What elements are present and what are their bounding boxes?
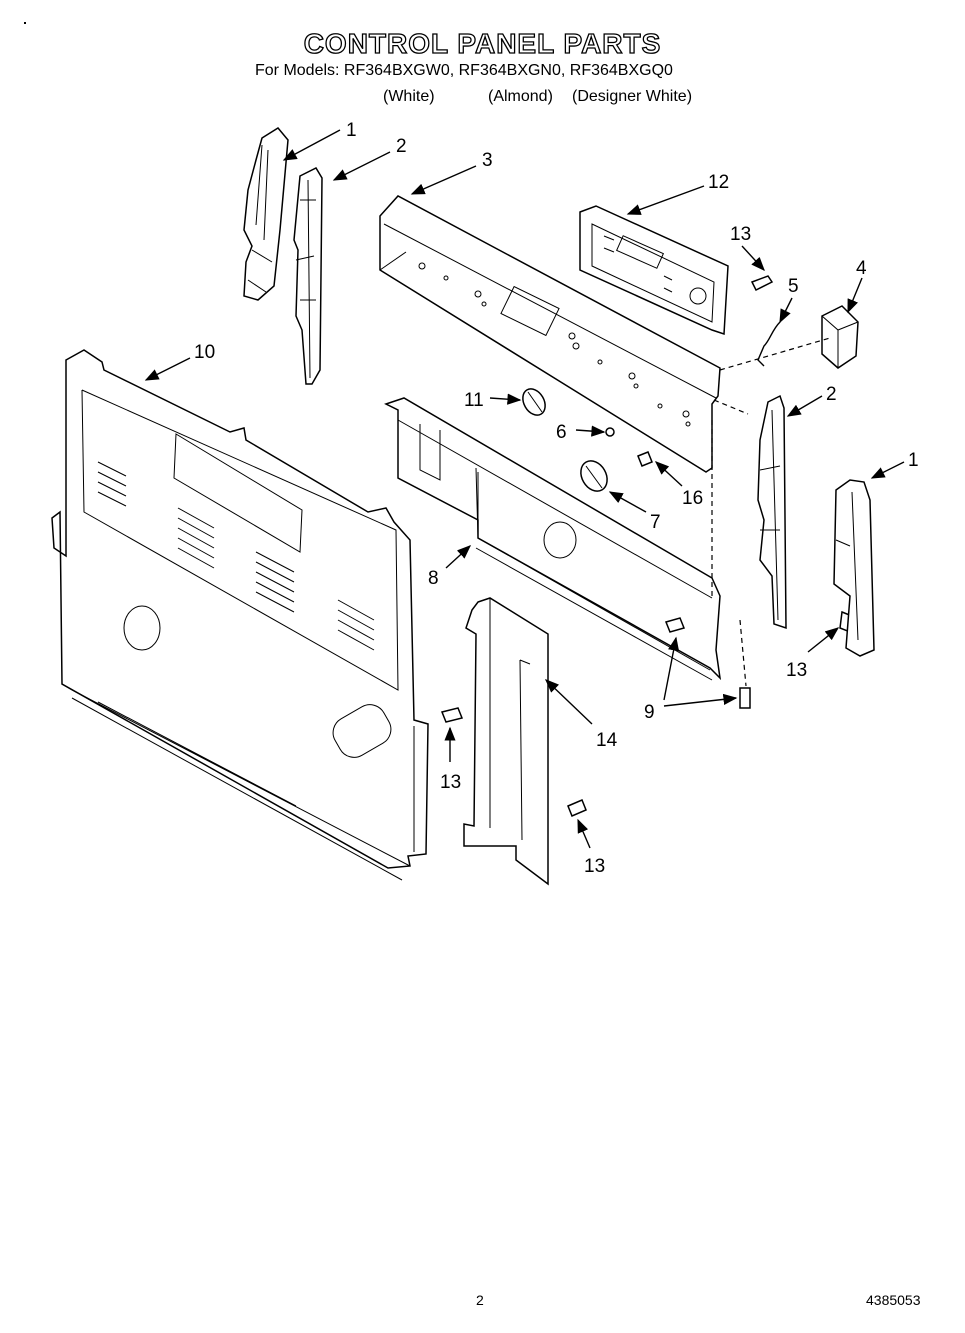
callout-13-lower-left: 13 <box>440 772 461 793</box>
part-3-control-panel <box>379 195 721 473</box>
models-line: For Models: RF364BXGW0, RF364BXGN0, RF36… <box>255 62 673 79</box>
variant-almond: (Almond) <box>488 88 553 105</box>
document-number: 4385053 <box>866 1292 921 1308</box>
callout-14: 14 <box>596 730 618 751</box>
callout-2-right: 2 <box>826 384 837 405</box>
callout-12: 12 <box>708 172 729 193</box>
callout-3: 3 <box>482 150 493 171</box>
part-2-bracket-right <box>757 394 787 630</box>
callout-13-right: 13 <box>786 660 807 681</box>
part-5-wire-lead <box>757 321 781 367</box>
part-13-screw-lower-left <box>440 707 464 723</box>
leader-arrows <box>144 129 905 849</box>
callout-13-lower-right: 13 <box>584 856 605 877</box>
callout-6: 6 <box>556 422 567 443</box>
callout-7: 7 <box>650 512 661 533</box>
part-12-clock-module <box>579 205 729 336</box>
scan-speck <box>24 22 26 24</box>
part-14-bracket-lower <box>463 597 549 886</box>
part-6-nut <box>605 427 615 437</box>
callout-5: 5 <box>788 276 799 297</box>
variant-white: (White) <box>383 88 435 105</box>
callout-4: 4 <box>856 258 867 279</box>
part-13-screw-upper <box>750 275 774 292</box>
part-8-back-panel <box>384 397 722 681</box>
part-7-knob <box>580 460 608 492</box>
callout-2-left: 2 <box>396 136 407 157</box>
part-1-end-cap-left <box>243 127 289 301</box>
callout-1-left: 1 <box>346 120 357 141</box>
page-title: CONTROL PANEL PARTS <box>303 27 662 59</box>
callout-11: 11 <box>464 390 484 411</box>
part-4-switch <box>821 305 859 369</box>
callout-13-upper: 13 <box>730 224 751 245</box>
page-number: 2 <box>476 1292 484 1308</box>
callout-9: 9 <box>644 702 655 723</box>
part-10-rear-panel <box>51 349 429 881</box>
part-11-knob <box>522 388 546 416</box>
part-1-end-cap-right <box>833 479 875 657</box>
variant-designer-white: (Designer White) <box>572 88 693 105</box>
callout-16: 16 <box>682 488 703 509</box>
callout-8: 8 <box>428 568 439 589</box>
callout-10: 10 <box>194 342 215 363</box>
callout-1-right: 1 <box>908 450 919 471</box>
alignment-lines <box>711 337 831 687</box>
part-13-screw-lower-right <box>567 799 587 817</box>
part-16-screw <box>637 451 653 467</box>
part-2-bracket-left <box>293 167 323 385</box>
part-9-screws <box>664 617 751 709</box>
